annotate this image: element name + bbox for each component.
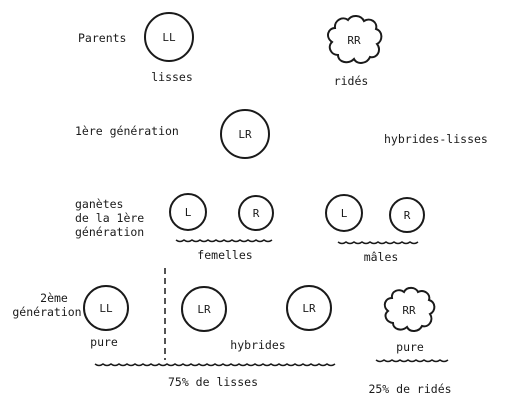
f2-pure-smooth-pea [83,285,129,331]
gametes-label-line3: génération [75,225,144,239]
parent-wrinkled-pea [327,15,383,64]
female-gamete-l [169,193,207,231]
parent-wrinkled-genotype: RR [347,34,361,47]
pure-wrinkled-label: pure [396,340,424,354]
first-generation-label: 1ère génération [75,124,179,138]
f1-genotype: LR [238,128,252,141]
hybrids-label: hybrides [230,338,285,352]
male-gamete-l-allele: L [341,207,348,220]
wrinkled-total-brace [375,359,449,363]
parents-label: Parents [78,31,126,45]
f2-wrinkled-pea [383,286,436,332]
smooth-percentage: 75% de lisses [168,375,258,389]
male-gamete-r-allele: R [404,209,411,222]
male-gamete-r [389,197,425,233]
f2-hybrid-pea-2 [286,285,332,331]
wrinkled-percentage: 25% de ridés [368,382,451,396]
female-gamete-l-allele: L [185,206,192,219]
f1-hybrid-pea [220,109,270,159]
f2-hybrid-2-genotype: LR [302,302,316,315]
female-gametes-brace [175,239,273,243]
females-label: femelles [197,248,252,262]
f2-wrinkled-genotype: RR [402,304,416,317]
hybrides-lisses-label: hybrides-lisses [384,132,488,146]
f2-hybrid-1-genotype: LR [197,303,211,316]
male-gametes-brace [337,241,419,245]
smooth-phenotype-label: lisses [151,70,193,84]
second-generation-label-line2: génération [12,305,81,319]
parent-smooth-genotype: LL [162,31,176,44]
second-generation-label-line1: 2ème [40,291,68,305]
pure-smooth-label: pure [90,335,118,349]
male-gamete-l [325,194,363,232]
smooth-total-brace [94,363,336,367]
female-gamete-r-allele: R [253,207,260,220]
gametes-label-line1: ganètes [75,197,123,211]
f2-pure-smooth-genotype: LL [99,302,113,315]
parent-smooth-pea [144,12,194,62]
males-label: mâles [364,250,399,264]
f2-hybrid-pea-1 [181,286,227,332]
wrinkled-phenotype-label: ridés [334,74,369,88]
gametes-label-line2: de la 1ère [75,211,144,225]
female-gamete-r [238,195,274,231]
